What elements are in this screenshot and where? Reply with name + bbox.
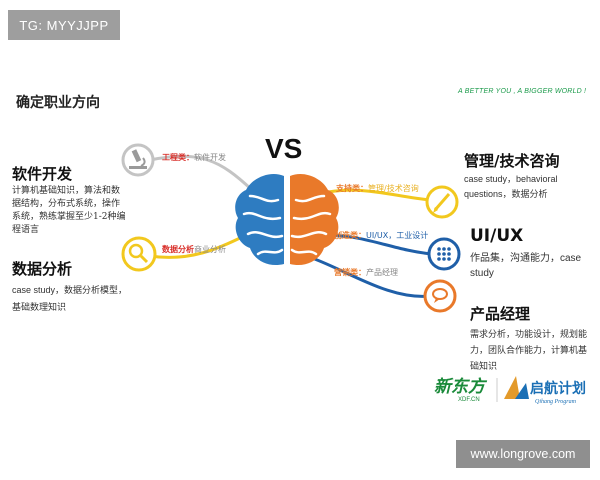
dots-icon <box>427 237 461 271</box>
data-desc: case study，数据分析模型， 基础数理知识 <box>12 285 128 312</box>
tag-data-analysis: 数据分析商业分析 <box>162 245 226 254</box>
svg-text:启航计划: 启航计划 <box>530 380 586 397</box>
connector-engineering <box>149 154 254 192</box>
slogan: A BETTER YOU , A BIGGER WORLD ! <box>458 88 587 95</box>
uiux-desc: 作品集，沟通能力，case study <box>470 253 582 279</box>
brain-left-icon <box>235 173 284 266</box>
tag-engineering: 工程类：软件开发 <box>162 153 226 162</box>
watermark-bottom: www.longrove.com <box>456 440 590 468</box>
tag-creative: 创造类：UI/UX，工业设计 <box>334 231 429 240</box>
microscope-icon <box>121 143 155 177</box>
svg-text:新东方: 新东方 <box>434 377 488 397</box>
brain-right-icon <box>290 173 339 266</box>
pm-title: 产品经理 <box>470 305 531 323</box>
tag-marketing: 营销类：产品经理 <box>334 268 398 277</box>
pen-icon <box>425 185 459 219</box>
connector-data <box>149 234 245 259</box>
management-title: 管理/技术咨询 <box>464 152 560 170</box>
tag-support: 支持类：管理/技术咨询 <box>336 184 419 193</box>
qihang-logo: 启航计划 Qihang Program <box>504 376 586 405</box>
data-title: 数据分析 <box>12 260 73 278</box>
pm-desc: 需求分析，功能设计，规划能 力，团队合作能力，计算机基 础知识 <box>470 329 588 371</box>
xdf-logo: 新东方 XDF.CN <box>434 377 488 403</box>
vs-label: VS <box>265 133 303 164</box>
chat-bubble-icon <box>423 279 457 313</box>
magnifier-icon <box>121 236 157 272</box>
svg-text:Qihang Program: Qihang Program <box>535 399 577 405</box>
page-title: 确定职业方向 <box>16 95 100 111</box>
watermark-top: TG: MYYJJPP <box>8 10 120 40</box>
connector-marketing <box>311 256 431 298</box>
software-title: 软件开发 <box>12 165 73 183</box>
uiux-title: UI/UX <box>470 226 524 246</box>
software-desc: 计算机基础知识，算法和数 据结构，分布式系统，操作 系统，熟练掌握至少1-2种编… <box>12 186 126 235</box>
management-desc: case study，behavioral questions，数据分析 <box>464 174 558 199</box>
svg-text:XDF.CN: XDF.CN <box>458 397 480 403</box>
